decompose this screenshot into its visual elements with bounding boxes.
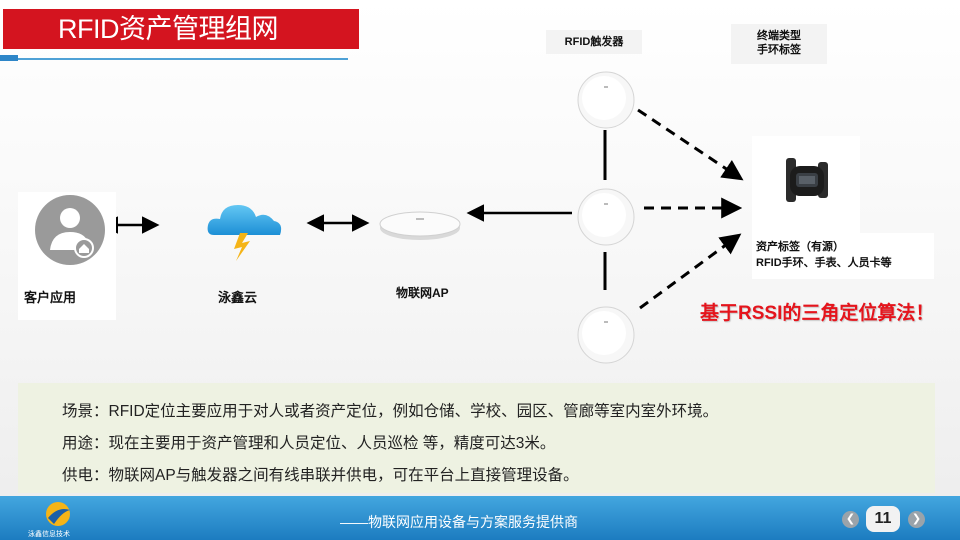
trigger-label: RFID触发器 (546, 30, 642, 54)
title-accent (0, 55, 18, 61)
cloud-node (200, 195, 290, 265)
next-page-icon[interactable]: ❯ (908, 511, 925, 528)
prev-page-icon[interactable]: ❮ (842, 511, 859, 528)
cloud-label: 泳鑫云 (218, 290, 258, 305)
user-avatar-icon (35, 195, 105, 265)
title-underline (0, 58, 348, 60)
signal-bottom-to-tag (639, 233, 742, 310)
page-title: RFID资产管理组网 (3, 9, 359, 49)
cloud-lightning-icon (207, 205, 282, 261)
trigger-device-middle (576, 187, 636, 252)
trigger-device-icon (577, 188, 635, 246)
tag-label-line1: 资产标签（有源） (756, 241, 844, 253)
tag-label: 资产标签（有源） RFID手环、手表、人员卡等 (752, 233, 934, 279)
info-usage: 用途：现在主要用于资产管理和人员定位、人员巡检 等，精度可达3米。 (62, 435, 556, 452)
client-label: 客户应用 (24, 290, 77, 305)
footer-tagline: ——物联网应用设备与方案服务提供商 (340, 514, 578, 530)
trigger-device-icon (577, 306, 635, 364)
access-point-icon (379, 211, 461, 240)
company-logo-icon (46, 502, 70, 526)
info-panel: 场景：RFID定位主要应用于对人或者资产定位，例如仓储、学校、园区、管廊等室内室… (18, 383, 935, 493)
trigger-device-icon (577, 71, 635, 129)
client-node: 客户应用 (18, 192, 116, 320)
tag-label-line2: RFID手环、手表、人员卡等 (756, 257, 892, 269)
terminal-type-line1: 终端类型 (757, 30, 801, 42)
info-power: 供电：物联网AP与触发器之间有线串联并供电，可在平台上直接管理设备。 (62, 467, 579, 484)
ap-label: 物联网AP (396, 286, 449, 300)
ap-node (378, 206, 462, 242)
company-logo (44, 500, 72, 528)
rssi-highlight: 基于RSSI的三角定位算法！ (700, 303, 935, 324)
signal-top-to-tag (637, 108, 744, 181)
smartwatch-icon (786, 158, 828, 202)
page-number: 11 (866, 506, 900, 532)
footer-bar (0, 496, 960, 540)
company-logo-text: 泳鑫信息技术 (28, 531, 70, 538)
terminal-type-label: 终端类型 手环标签 (731, 24, 827, 64)
trigger-device-bottom (576, 305, 636, 370)
terminal-type-line2: 手环标签 (757, 44, 801, 56)
info-scene: 场景：RFID定位主要应用于对人或者资产定位，例如仓储、学校、园区、管廊等室内室… (62, 403, 719, 420)
trigger-device-top (576, 70, 636, 135)
tag-node (752, 136, 860, 234)
